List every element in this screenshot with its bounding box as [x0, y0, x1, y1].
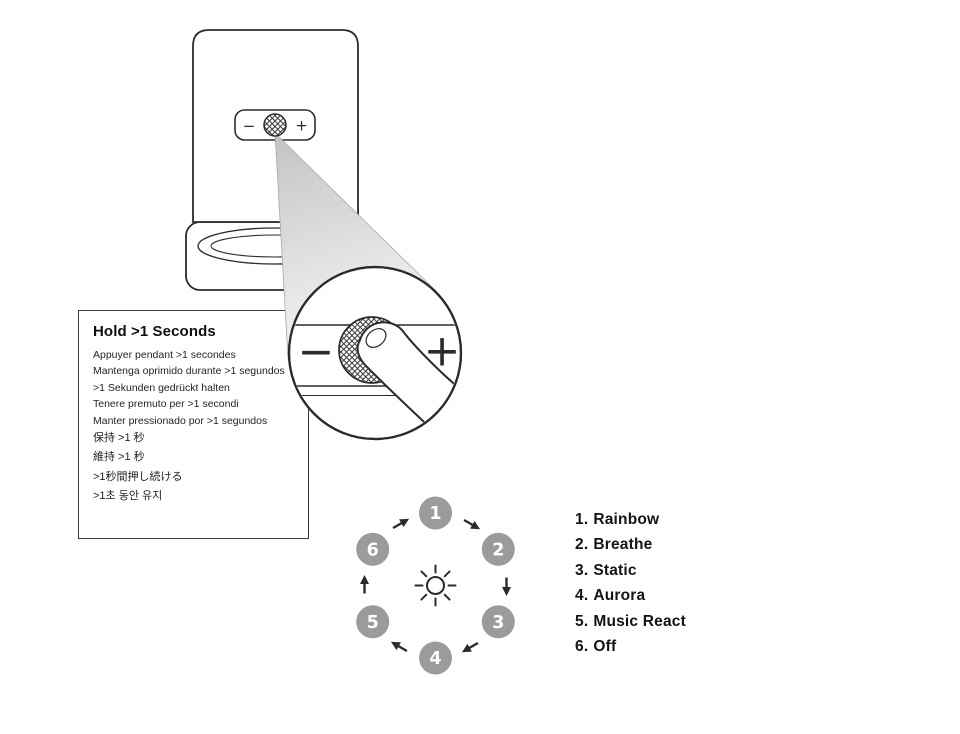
zoom-lens: − + [287, 265, 463, 441]
hold-instruction-translation-ko: >1초 동안 유지 [93, 490, 163, 503]
sun-ray [420, 570, 428, 578]
hold-instruction-translation-it: Tenere premuto per >1 secondi [93, 398, 239, 411]
hold-instruction-translation-zh-cn: 保持 >1 秒 [93, 432, 145, 445]
device-minus-label: − [243, 117, 256, 135]
cycle-arrow-3-4 [461, 641, 479, 653]
hold-instruction-title: Hold >1 Seconds [93, 323, 216, 340]
device-button-panel [234, 109, 316, 141]
device-body [192, 29, 359, 223]
hold-instruction-translation-zh-tw: 維持 >1 秒 [93, 451, 145, 464]
sun-core [426, 576, 445, 595]
legend-number: 4. [575, 587, 589, 605]
legend-number: 6. [575, 638, 589, 656]
mode-step-number-2: 2 [492, 540, 504, 560]
mode-step-circle-3 [481, 605, 515, 639]
fingernail [365, 328, 387, 348]
device-base-bowl [197, 227, 353, 265]
mode-step-circle-5 [356, 605, 390, 639]
legend-item-rainbow: 1.Rainbow [575, 507, 686, 532]
zoom-button-knob [338, 316, 406, 384]
cycle-arrow-1-2 [463, 518, 481, 530]
lens-content: − + [290, 316, 461, 438]
legend-item-static: 3.Static [575, 558, 686, 583]
finger-illustration [356, 321, 460, 438]
device-illustration: − + [185, 29, 365, 291]
hold-instruction-box: Hold >1 Seconds Appuyer pendant >1 secon… [78, 310, 309, 539]
hold-instruction-translation-pt: Manter pressionado por >1 segundos [93, 414, 268, 427]
cycle-arrow-4-5 [390, 641, 408, 653]
zoom-plus-symbol: + [424, 326, 461, 377]
lens-rim [287, 265, 463, 441]
legend-item-off: 6.Off [575, 634, 686, 659]
legend-number: 1. [575, 511, 589, 528]
sun-ray [443, 570, 451, 578]
sun-ray [420, 593, 428, 601]
cycle-arrow-6-1 [392, 518, 410, 530]
mode-step-circle-6 [356, 532, 390, 566]
mode-step-number-1: 1 [429, 504, 441, 524]
device-base [185, 221, 365, 291]
mode-step-number-6: 6 [367, 540, 379, 560]
hold-instruction-translation-ja: >1秒間押し続ける [93, 470, 183, 483]
mode-step-circle-1 [419, 496, 452, 530]
legend-item-aurora: 4.Aurora [575, 583, 686, 608]
legend-label: Aurora [593, 587, 646, 605]
mode-step-number-4: 4 [429, 649, 441, 669]
legend-label: Music React [593, 612, 686, 630]
legend-number: 2. [575, 536, 589, 554]
hold-instruction-translation-es: Mantenga oprimido durante >1 segundos [93, 365, 285, 378]
legend-item-breathe: 2.Breathe [575, 532, 686, 557]
legend-number: 5. [575, 612, 589, 630]
lens-circle [287, 265, 463, 441]
mode-step-number-5: 5 [367, 613, 379, 633]
legend-item-music-react: 5.Music React [575, 609, 686, 634]
legend-label: Rainbow [593, 511, 660, 528]
mode-cycle-diagram: 1 2 3 4 5 6 [356, 496, 515, 675]
mode-step-number-3: 3 [492, 613, 504, 633]
hold-instruction-translation-fr: Appuyer pendant >1 secondes [93, 349, 236, 361]
legend-number: 3. [575, 561, 589, 579]
hold-instruction-translation-de: >1 Sekunden gedrückt halten [93, 381, 230, 394]
legend-label: Breathe [593, 536, 653, 554]
mode-legend: 1.Rainbow 2.Breathe 3.Static 4.Aurora 5.… [575, 507, 686, 659]
mode-step-circle-4 [419, 641, 452, 675]
sun-ray [443, 593, 451, 601]
brightness-sun-icon [414, 564, 457, 607]
mode-step-circle-2 [481, 532, 515, 566]
device-button-knob [263, 113, 287, 137]
legend-label: Off [593, 638, 617, 656]
device-plus-label: + [295, 117, 308, 135]
legend-label: Static [593, 561, 637, 579]
device-base-bowl-inner [210, 234, 340, 258]
